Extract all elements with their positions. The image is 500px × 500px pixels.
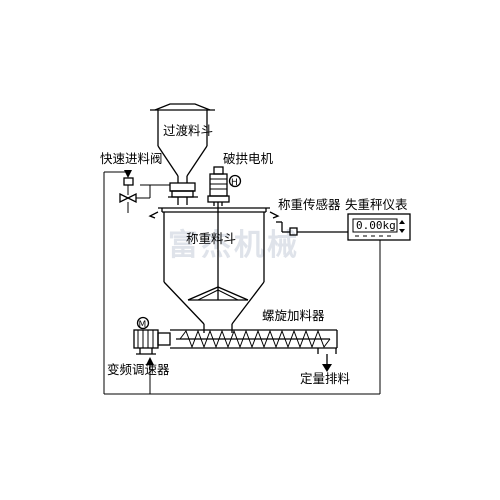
loss-in-weight-instrument: 0.00kg	[347, 213, 411, 241]
arch-motor-letter: H	[231, 178, 238, 188]
label-quantitative-discharge: 定量排料	[300, 371, 351, 386]
label-arch-breaking-motor: 破拱电机	[223, 151, 274, 166]
agitator-paddle	[187, 286, 249, 301]
instrument-display-reading: 0.00kg	[356, 219, 396, 232]
arch-breaking-motor	[207, 166, 230, 300]
label-weighing-sensor: 称重传感器	[278, 197, 341, 212]
label-transition-hopper: 过渡料斗	[163, 123, 213, 138]
quick-feed-valve-body	[168, 182, 198, 205]
label-vfd-speed-controller: 变频调速器	[107, 362, 170, 377]
arch-motor-symbol	[228, 174, 242, 188]
transition-hopper	[150, 103, 215, 183]
discharge-arrow	[322, 354, 332, 372]
screw-drive-motor	[133, 329, 171, 355]
weighing-hopper	[148, 207, 280, 333]
label-weighing-hopper: 称重料斗	[186, 231, 236, 246]
control-loop-lines	[103, 170, 381, 395]
label-screw-feeder: 螺旋加料器	[262, 308, 325, 323]
label-loss-in-weight-instrument: 失重秤仪表	[345, 197, 408, 212]
watermark: 富杰机械	[168, 228, 300, 263]
screw-motor-letter: M	[139, 320, 147, 330]
weighing-sensor	[276, 221, 348, 236]
label-quick-feed-valve: 快速进料阀	[100, 151, 163, 166]
valve-actuator	[119, 177, 170, 213]
screw-feeder	[170, 329, 338, 354]
screw-motor-symbol	[136, 316, 150, 330]
